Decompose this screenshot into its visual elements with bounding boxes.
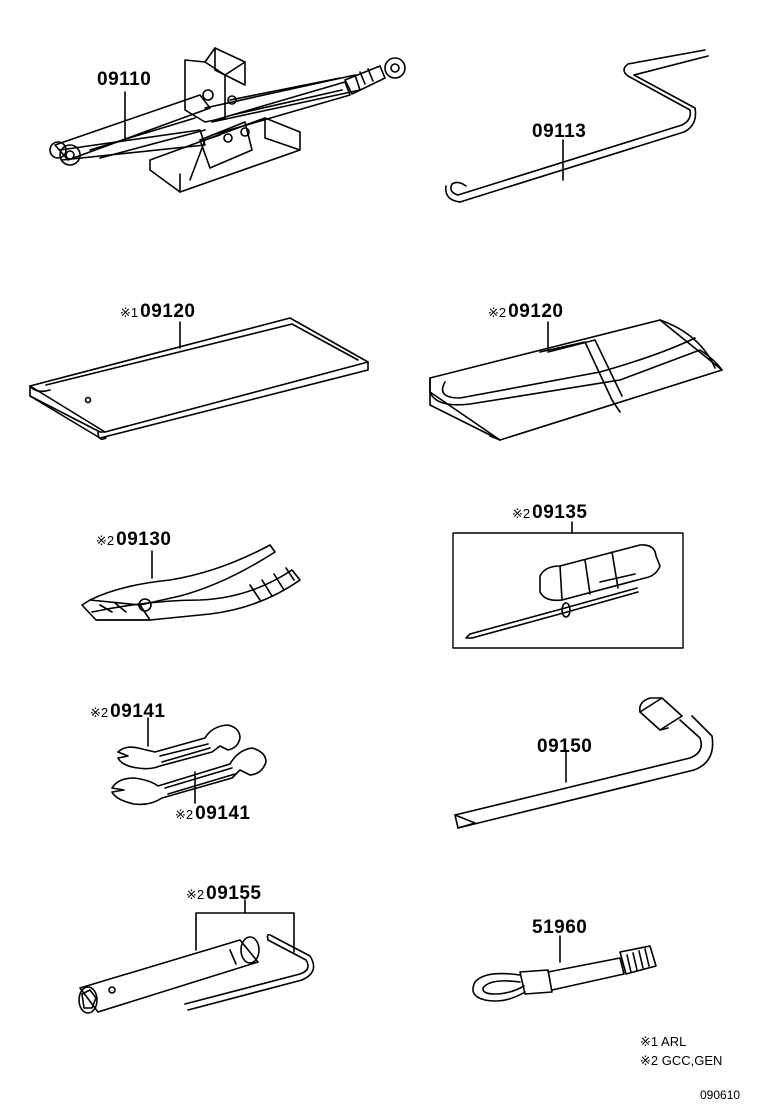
part-number: 09135 — [532, 502, 588, 523]
part-number: 09155 — [206, 883, 262, 904]
part-number: 09113 — [532, 121, 587, 142]
note-marker: ※2 — [96, 533, 115, 548]
note-marker: ※2 — [488, 305, 507, 320]
part-number: 09141 — [195, 803, 251, 824]
part-number: 51960 — [532, 917, 588, 938]
jack-handle-drawing — [444, 49, 709, 203]
plug-wrench-drawing — [78, 899, 315, 1014]
double-open-wrench-top-drawing — [117, 717, 241, 770]
legend-note-2: ※2 GCC,GEN — [640, 1053, 723, 1068]
part-label-51960: 51960 — [530, 918, 587, 937]
lug-wrench-drawing — [454, 697, 714, 829]
screwdriver-box — [452, 532, 684, 649]
part-label-09110: 09110 — [95, 70, 151, 89]
part-number: 09141 — [110, 701, 166, 722]
legend-note-1: ※1 ARL — [640, 1034, 687, 1049]
part-label-09150: 09150 — [535, 737, 592, 756]
part-label-09113: 09113 — [530, 122, 586, 141]
part-number: 09120 — [140, 301, 196, 322]
note-marker: ※2 — [186, 887, 205, 902]
towing-eye-drawing — [472, 935, 657, 1002]
diagram-id: 090610 — [700, 1088, 741, 1102]
screwdriver-drawing — [465, 521, 661, 639]
note-marker: ※2 — [512, 506, 531, 521]
pliers-drawing — [81, 544, 301, 621]
double-open-wrench-bottom-drawing — [111, 747, 267, 806]
part-number: 09110 — [97, 69, 152, 90]
note-marker: ※2 — [90, 705, 109, 720]
scissor-jack-drawing — [49, 47, 406, 193]
note-marker: ※2 — [175, 807, 194, 822]
part-number: 09150 — [537, 736, 593, 757]
part-number: 09130 — [116, 529, 172, 550]
note-marker: ※1 — [120, 305, 139, 320]
part-number: 09120 — [508, 301, 564, 322]
flat-tool-bag-drawing — [29, 317, 369, 440]
rolled-tool-bag-drawing — [429, 319, 723, 441]
